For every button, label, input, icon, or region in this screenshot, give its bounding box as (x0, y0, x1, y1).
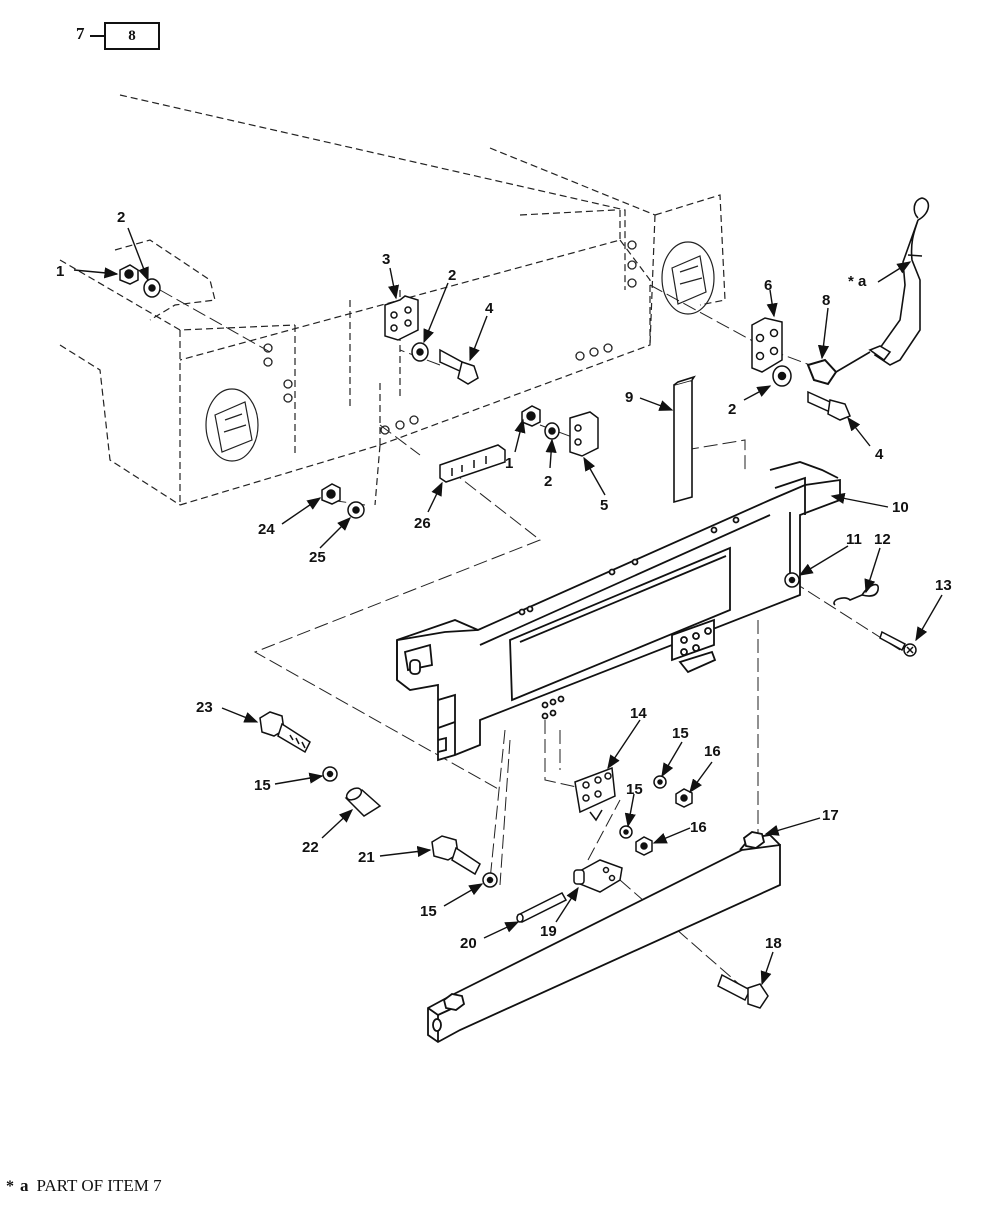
item-17-lower-beam (427, 831, 781, 1044)
footnote-marker: * (6, 1178, 14, 1195)
item-10-bumper-frame (396, 461, 841, 762)
item-20-pin (516, 892, 568, 923)
item-2-washer-center (544, 422, 560, 440)
callout-20: 20 (460, 935, 477, 952)
callout-18: 18 (765, 935, 782, 952)
callout-19: 19 (540, 923, 557, 940)
callout-4: 4 (875, 446, 884, 463)
item-2-washer-left (143, 278, 161, 298)
callout-22: 22 (302, 839, 319, 856)
callout-2: 2 (117, 209, 125, 226)
item-2-washer-upper (411, 342, 429, 362)
callout-16: 16 (690, 819, 707, 836)
item-1-nut-left (119, 264, 139, 285)
footnote-text: PART OF ITEM 7 (36, 1176, 162, 1195)
body-mounting-holes (263, 240, 637, 435)
callout-13: 13 (935, 577, 952, 594)
callout-3: 3 (382, 251, 390, 268)
item-26-comb-strip (439, 444, 506, 483)
item-14-bracket (574, 766, 616, 822)
item-6-bracket (751, 317, 783, 373)
callout-21: 21 (358, 849, 375, 866)
item-15-washer-c (619, 825, 633, 839)
callout-15: 15 (420, 903, 437, 920)
callout-16: 16 (704, 743, 721, 760)
emblem-left (205, 388, 259, 462)
assembly-lines (159, 284, 901, 986)
figure-number: 7 (76, 24, 85, 43)
callout-24: 24 (258, 521, 275, 538)
callout-12: 12 (874, 531, 891, 548)
vehicle-body-outline (59, 94, 726, 506)
item-15-washer-d (482, 872, 498, 888)
item-4-bolt-upper (439, 348, 479, 385)
item-15-washer-b (653, 775, 667, 789)
callout-14: 14 (630, 705, 647, 722)
footnote-tag: a (20, 1176, 29, 1195)
item-23-bolt (259, 711, 311, 754)
item-25-washer (347, 501, 365, 519)
callout-25: 25 (309, 549, 326, 566)
figure-reference: 7 8 (74, 20, 174, 50)
item-3-bracket (384, 295, 419, 341)
callout-labels: 1 2 3 2 4 6 8 * a 9 2 4 1 2 5 24 25 26 1… (56, 209, 952, 952)
item-2-washer-right (772, 365, 792, 387)
item-12-lanyard (833, 583, 879, 606)
item-4-bolt-right (807, 390, 851, 421)
item-24-nut (321, 483, 341, 505)
callout-17: 17 (822, 807, 839, 824)
item-16-nut-a (675, 788, 693, 808)
callout-9: 9 (625, 389, 633, 406)
callout-10: 10 (892, 499, 909, 516)
callout-4: 4 (485, 300, 494, 317)
callout-8: 8 (822, 292, 830, 309)
item-18-bolt (717, 973, 769, 1009)
callout-1: 1 (505, 455, 513, 472)
figure-reference-connector (90, 35, 104, 37)
callout-6: 6 (764, 277, 772, 294)
item-1-nut-center (521, 405, 541, 427)
item-a-cable-cover (835, 197, 930, 373)
callout-2: 2 (448, 267, 456, 284)
callout-1: 1 (56, 263, 64, 280)
callout-part-a: * a (848, 273, 867, 290)
callout-15: 15 (626, 781, 643, 798)
item-21-bolt (431, 835, 481, 876)
item-5-bracket (569, 411, 599, 457)
callout-5: 5 (600, 497, 608, 514)
sub-item-box: 8 (104, 22, 160, 50)
item-16-nut-b (635, 836, 653, 856)
leader-lines (73, 227, 943, 986)
callout-26: 26 (414, 515, 431, 532)
callout-23: 23 (196, 699, 213, 716)
footnote: * a PART OF ITEM 7 (6, 1176, 162, 1196)
callout-2: 2 (728, 401, 736, 418)
callout-15: 15 (254, 777, 271, 794)
item-19-hinge (573, 859, 623, 893)
item-15-washer-a (322, 766, 338, 782)
callout-11: 11 (846, 531, 862, 548)
item-8-clip (806, 358, 838, 386)
callout-15: 15 (672, 725, 689, 742)
callout-2: 2 (544, 473, 552, 490)
item-13-screw (879, 630, 917, 657)
item-9-bar (673, 375, 696, 504)
item-22-spacer (344, 787, 382, 817)
item-11-washer (784, 572, 800, 588)
emblem-right (661, 241, 715, 315)
